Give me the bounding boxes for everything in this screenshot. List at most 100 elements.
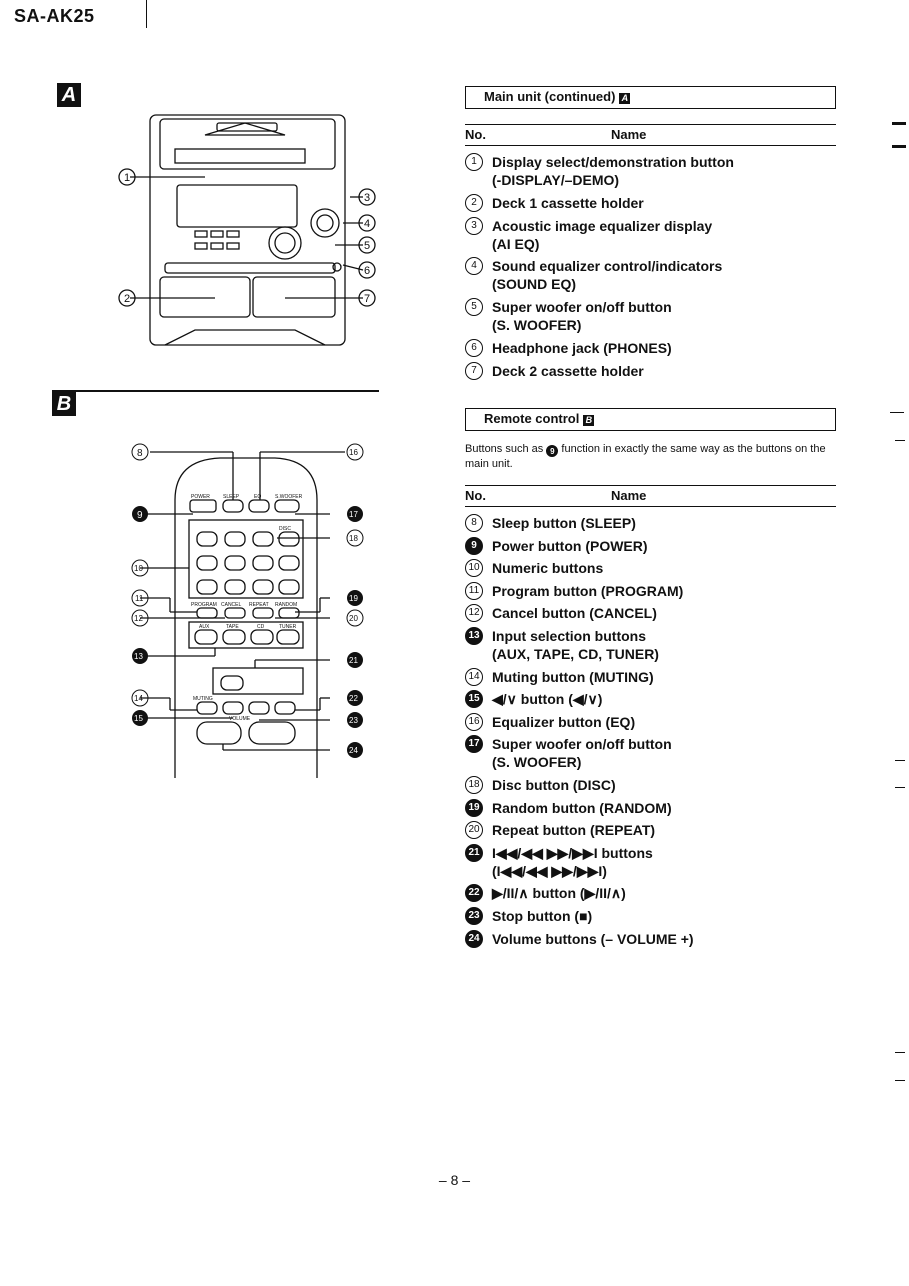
item-number-badge: 21 bbox=[465, 843, 483, 862]
item-name: Super woofer on/off button bbox=[492, 299, 672, 316]
svg-text:20: 20 bbox=[349, 614, 358, 623]
item-number-badge: 5 bbox=[465, 298, 483, 317]
margin-mark bbox=[895, 1052, 905, 1053]
item-name: Power button (POWER) bbox=[492, 537, 648, 554]
disc-key-label: DISC bbox=[279, 526, 291, 532]
svg-text:5: 5 bbox=[364, 240, 370, 252]
svg-text:15: 15 bbox=[134, 714, 143, 723]
item-name: Deck 1 cassette holder bbox=[492, 194, 644, 211]
item-number-badge: 13 bbox=[465, 626, 483, 645]
item-number-badge: 22 bbox=[465, 884, 483, 903]
eq-key-label: EQ bbox=[254, 494, 261, 500]
item-name: Input selection buttons bbox=[492, 627, 646, 644]
svg-text:2: 2 bbox=[124, 293, 130, 305]
section-b-rule bbox=[52, 390, 379, 392]
main-unit-title: Main unit (continued) bbox=[484, 89, 616, 104]
muting-key-label: MUTING bbox=[193, 696, 213, 702]
item-number-badge: 16 bbox=[465, 712, 483, 731]
sleep-key-label: SLEEP bbox=[223, 494, 240, 500]
item-number-badge: 24 bbox=[465, 929, 483, 948]
repeat-key-label: REPEAT bbox=[249, 602, 269, 608]
item-name: Numeric buttons bbox=[492, 560, 604, 577]
model-title: SA-AK25 bbox=[14, 6, 95, 26]
program-key-label: PROGRAM bbox=[191, 602, 217, 608]
item-name: Random button (RANDOM) bbox=[492, 799, 672, 816]
tuner-key-label: TUNER bbox=[279, 624, 297, 630]
item-name: Deck 2 cassette holder bbox=[492, 362, 644, 379]
aux-key-label: AUX bbox=[199, 624, 210, 630]
svg-text:8: 8 bbox=[137, 448, 143, 459]
item-number-badge: 2 bbox=[465, 193, 483, 212]
cd-key-label: CD bbox=[257, 624, 265, 630]
col-no: No. bbox=[465, 488, 486, 503]
svg-text:4: 4 bbox=[364, 218, 370, 230]
list-item: 15◀/∨ button (◀/∨) bbox=[465, 690, 694, 709]
svg-text:17: 17 bbox=[349, 510, 358, 519]
header-rule bbox=[146, 0, 147, 28]
section-b-tag: B bbox=[583, 415, 595, 426]
list-item: 22▶/II/∧ button (▶/II/∧) bbox=[465, 884, 694, 903]
list-item: 16 Equalizer button (EQ) bbox=[465, 712, 694, 731]
margin-mark bbox=[892, 122, 906, 125]
main-unit-figure: 1 2 3 4 5 6 7 bbox=[118, 114, 376, 346]
item-name: Equalizer button (EQ) bbox=[492, 713, 636, 730]
cancel-key-label: CANCEL bbox=[221, 602, 242, 608]
remote-table-header: No. Name bbox=[465, 485, 836, 507]
svg-text:1: 1 bbox=[124, 172, 130, 184]
col-name: Name bbox=[611, 488, 647, 503]
item-number-badge: 9 bbox=[465, 536, 483, 555]
margin-mark bbox=[895, 787, 905, 788]
item-name-detail: (AUX, TAPE, CD, TUNER) bbox=[492, 645, 659, 662]
item-number-badge: 17 bbox=[465, 735, 483, 754]
margin-mark bbox=[895, 1080, 905, 1081]
list-item: 13 Input selection buttons(AUX, TAPE, CD,… bbox=[465, 626, 694, 663]
item-name: Cancel button (CANCEL) bbox=[492, 605, 657, 622]
item-name: Program button (PROGRAM) bbox=[492, 582, 684, 599]
section-b-label: B bbox=[52, 392, 76, 416]
item-number-badge: 7 bbox=[465, 361, 483, 380]
col-no: No. bbox=[465, 127, 486, 142]
list-item: 5 Super woofer on/off button(S. WOOFER) bbox=[465, 298, 734, 334]
item-name-detail: (S. WOOFER) bbox=[492, 754, 582, 771]
item-name: Acoustic image equalizer display bbox=[492, 217, 713, 234]
item-name: Repeat button (REPEAT) bbox=[492, 822, 656, 839]
svg-text:7: 7 bbox=[364, 293, 370, 305]
swoofer-key-label: S.WOOFER bbox=[275, 494, 303, 500]
svg-text:16: 16 bbox=[349, 448, 358, 457]
remote-control-figure: POWER SLEEP EQ S.WOOFER DISC PROGRAM CAN… bbox=[131, 443, 364, 778]
remote-control-title: Remote control bbox=[484, 411, 580, 426]
item-number-badge: 4 bbox=[465, 257, 483, 276]
margin-mark bbox=[895, 760, 905, 761]
power-key-label: POWER bbox=[191, 494, 210, 500]
margin-mark bbox=[892, 145, 906, 148]
svg-text:24: 24 bbox=[349, 746, 358, 755]
item-number-badge: 3 bbox=[465, 216, 483, 235]
main-unit-table-header: No. Name bbox=[465, 124, 836, 146]
svg-text:3: 3 bbox=[364, 192, 370, 204]
col-name: Name bbox=[611, 127, 647, 142]
item-name-detail: (S. WOOFER) bbox=[492, 317, 582, 334]
item-number-badge: 6 bbox=[465, 338, 483, 357]
margin-mark bbox=[890, 412, 904, 413]
item-name: Muting button (MUTING) bbox=[492, 668, 654, 685]
svg-text:12: 12 bbox=[134, 614, 143, 623]
item-name: ◀/∨ button (◀/∨) bbox=[492, 691, 603, 708]
item-name: Sound equalizer control/indicators bbox=[492, 258, 723, 275]
section-a-tag: A bbox=[619, 93, 631, 104]
